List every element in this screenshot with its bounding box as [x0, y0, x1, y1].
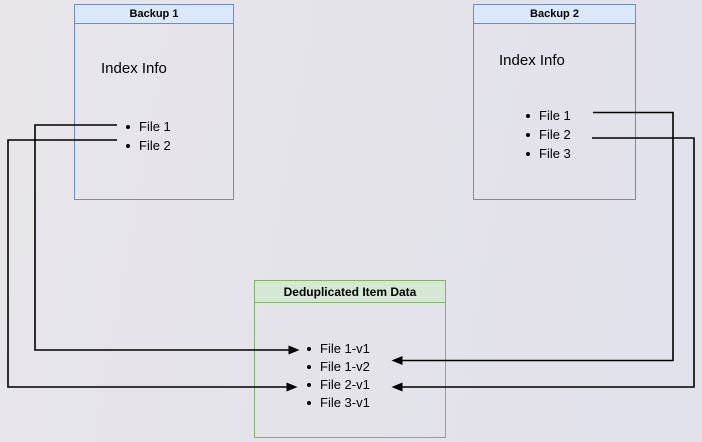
list-item: File 1	[525, 106, 571, 125]
backup1-file-list: File 1 File 2	[125, 117, 171, 155]
dedup-title: Deduplicated Item Data	[255, 281, 445, 303]
backup1-title: Backup 1	[75, 5, 233, 24]
list-item: File 1-v2	[306, 358, 370, 376]
backup2-file-list: File 1 File 2 File 3	[525, 106, 571, 163]
backup2-box: Backup 2 Index Info File 1 File 2 File 3	[473, 4, 636, 200]
list-item: File 2	[125, 136, 171, 155]
list-item: File 2	[525, 125, 571, 144]
backup1-box: Backup 1 Index Info File 1 File 2	[74, 4, 234, 200]
list-item: File 3	[525, 144, 571, 163]
dedup-item-list: File 1-v1 File 1-v2 File 2-v1 File 3-v1	[306, 340, 370, 412]
list-item: File 2-v1	[306, 376, 370, 394]
list-item: File 1	[125, 117, 171, 136]
list-item: File 3-v1	[306, 394, 370, 412]
dedup-box: Deduplicated Item Data File 1-v1 File 1-…	[254, 280, 446, 438]
backup1-index-info-label: Index Info	[101, 60, 167, 77]
backup2-index-info-label: Index Info	[499, 52, 565, 69]
list-item: File 1-v1	[306, 340, 370, 358]
backup2-title: Backup 2	[474, 5, 635, 24]
